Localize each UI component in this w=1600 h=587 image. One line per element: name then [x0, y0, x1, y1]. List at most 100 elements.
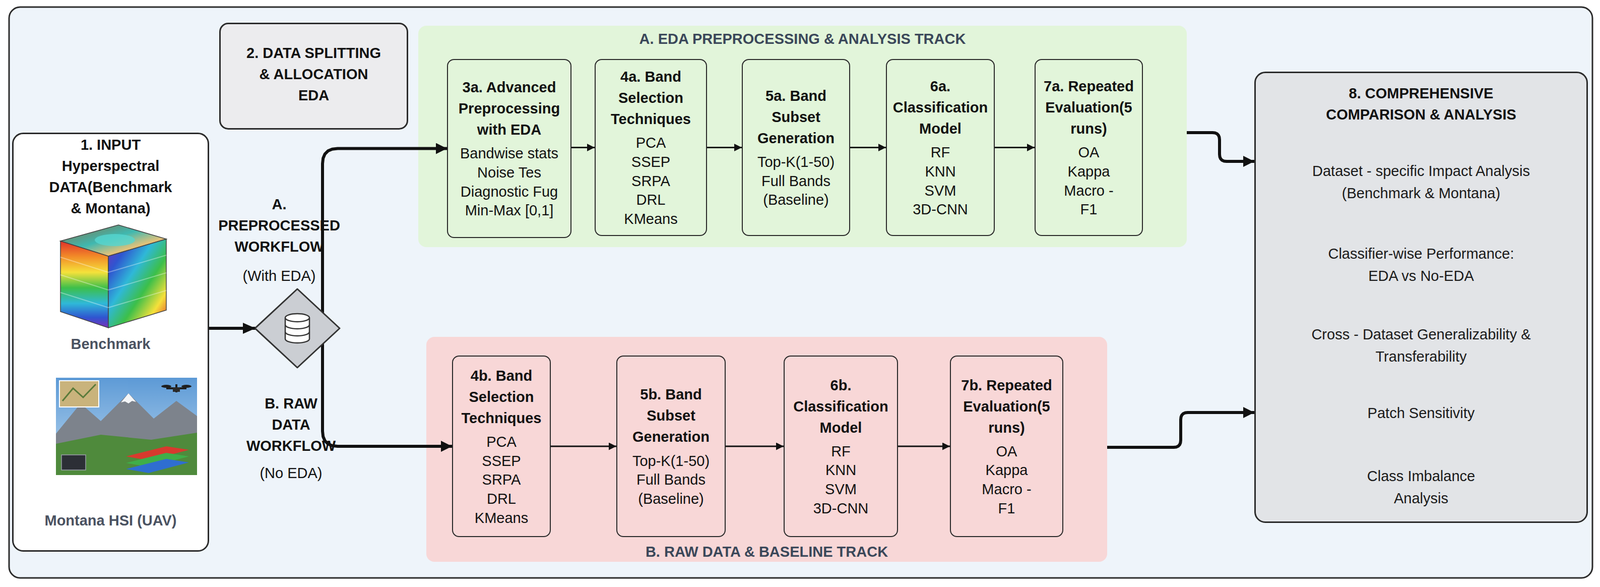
- flow-arrow: [850, 146, 886, 149]
- step-item: RF: [886, 143, 994, 163]
- process-box: 6b. Classification ModelRFKNNSVM3D-CNN: [783, 355, 899, 537]
- flow-arrow: [571, 146, 595, 149]
- photo-mountains: [55, 393, 198, 475]
- step-item: SRPA: [595, 171, 707, 191]
- photo-red-strip: [125, 445, 189, 461]
- flow-arrow: [994, 146, 1035, 149]
- track-band: B. RAW DATA & BASELINE TRACK 4b. Band Sel…: [426, 336, 1108, 562]
- step-heading: 6b. Classification Model: [784, 374, 898, 438]
- analysis-heading: 8. COMPREHENSIVE COMPARISON & ANALYSIS: [1312, 82, 1530, 125]
- step-item: SVM: [886, 181, 994, 201]
- flow-arrow: [707, 146, 742, 149]
- photo-laptop: [61, 454, 86, 470]
- step-item: KMeans: [453, 508, 550, 528]
- step-heading: 7a. Repeated Evaluation(5 runs): [1035, 75, 1142, 140]
- step-item: SRPA: [453, 470, 550, 490]
- photo-blue-strip: [125, 458, 189, 473]
- step-item: KMeans: [595, 209, 707, 229]
- montana-photo: [55, 377, 198, 475]
- cube-band-lines: [60, 254, 167, 308]
- step-item: Bandwise stats: [448, 144, 571, 164]
- step-heading: 5a. Band Subset Generation: [742, 85, 850, 149]
- step-item: 3D-CNN: [784, 498, 898, 519]
- hyperspectral-cube: [60, 224, 167, 328]
- workflow-note: (With EDA): [213, 265, 346, 287]
- step-heading: 7b. Repeated Evaluation(5 runs): [950, 374, 1063, 438]
- step-item: Min-Max [0,1]: [448, 201, 571, 221]
- input-heading: 1. INPUT Hyperspectral DATA(Benchmark & …: [44, 134, 177, 219]
- analysis-item: Dataset - specific Impact Analysis (Benc…: [1297, 160, 1545, 205]
- step-item: Macro - F1: [1059, 181, 1119, 220]
- step-item: Full Bands (Baseline): [617, 470, 725, 508]
- dataset-caption: Montana HSI (UAV): [20, 509, 202, 531]
- flow-arrow: [1107, 412, 1255, 447]
- flow-arrow: [209, 328, 453, 446]
- analysis-box: 8. COMPREHENSIVE COMPARISON & ANALYSIS Da…: [1254, 71, 1588, 523]
- analysis-item: Classifier-wise Performance: EDA vs No-E…: [1315, 242, 1527, 287]
- step-item: Kappa: [950, 460, 1063, 480]
- step-item: Full Bands (Baseline): [742, 171, 850, 210]
- analysis-item: Class Imbalance Analysis: [1353, 465, 1490, 509]
- step-item: Macro - F1: [977, 479, 1037, 518]
- cube-top: [60, 224, 167, 256]
- step-heading: 2. DATA SPLITTING & ALLOCATION EDA: [242, 42, 386, 106]
- workflow-label: A. PREPROCESSED WORKFLOW: [213, 193, 346, 258]
- step-item: Diagnostic Fug: [448, 182, 571, 202]
- track-title: B. RAW DATA & BASELINE TRACK: [439, 540, 1095, 562]
- dataset-caption: Benchmark: [20, 333, 202, 355]
- step-heading: 6a. Classification Model: [886, 75, 994, 140]
- process-box: 5a. Band Subset GenerationTop-K(1-50)Ful…: [741, 58, 851, 236]
- step-heading: 5b. Band Subset Generation: [617, 383, 725, 447]
- step-item: OA: [950, 441, 1063, 462]
- track-band: A. EDA PREPROCESSING & ANALYSIS TRACK 3a.…: [418, 25, 1187, 247]
- flow-arrow: [898, 445, 950, 447]
- step-item: DRL: [595, 190, 707, 210]
- step-item: PCA: [595, 133, 707, 153]
- photo-inset-trail: [62, 384, 96, 401]
- process-box: 7a. Repeated Evaluation(5 runs)OAKappaMa…: [1034, 58, 1143, 236]
- step-heading: 4a. Band Selection Techniques: [595, 66, 707, 130]
- analysis-item: Patch Sensitivity: [1315, 402, 1527, 425]
- process-box: 5b. Band Subset GenerationTop-K(1-50)Ful…: [616, 355, 726, 537]
- process-box: 6a. Classification ModelRFKNNSVM3D-CNN: [885, 58, 995, 236]
- track-title: A. EDA PREPROCESSING & ANALYSIS TRACK: [450, 28, 1156, 50]
- database-icon: [285, 313, 310, 343]
- analysis-item: Cross - Dataset Generalizability & Trans…: [1305, 323, 1538, 368]
- step-heading: 4b. Band Selection Techniques: [453, 364, 550, 429]
- process-box: 4b. Band Selection TechniquesPCASSEPSRPA…: [452, 355, 551, 537]
- flow-arrow: [550, 445, 617, 447]
- cube-side: [108, 238, 167, 328]
- process-box: 2. DATA SPLITTING & ALLOCATION EDA: [219, 22, 409, 130]
- flow-arrow: [209, 148, 447, 329]
- step-item: PCA: [453, 432, 550, 452]
- step-item: Top-K(1-50): [617, 451, 725, 471]
- photo-green-strip: [125, 452, 189, 467]
- process-box: 4a. Band Selection TechniquesPCASSEPSRPA…: [594, 58, 708, 236]
- step-item: SVM: [784, 479, 898, 499]
- input-box: 1. INPUT Hyperspectral DATA(Benchmark & …: [12, 132, 210, 552]
- step-item: Top-K(1-50): [742, 152, 850, 172]
- split-diamond: [254, 288, 340, 368]
- step-item: KNN: [784, 460, 898, 480]
- flow-arrow: [725, 445, 784, 447]
- step-item: SSEP: [595, 152, 707, 172]
- step-item: KNN: [886, 162, 994, 182]
- outer-frame: [9, 7, 1593, 578]
- step-item: RF: [784, 441, 898, 462]
- process-box: 3a. Advanced Preprocessing with EDABandw…: [446, 58, 572, 238]
- drone-icon: [161, 384, 192, 393]
- photo-snow: [120, 393, 137, 404]
- diamond-arrowhead: [242, 322, 256, 334]
- photo-inset-map: [59, 380, 99, 407]
- process-box: 7b. Repeated Evaluation(5 runs) OAKappaMa…: [949, 355, 1064, 537]
- workflow-label: B. RAW DATA WORKFLOW: [244, 392, 338, 457]
- photo-sky: [55, 377, 198, 475]
- cube-top-lake: [94, 233, 136, 246]
- step-item: Kappa: [1035, 162, 1142, 182]
- workflow-note: (No EDA): [244, 462, 338, 484]
- photo-valley: [55, 432, 198, 475]
- step-item: DRL: [453, 489, 550, 509]
- step-item: Noise Tes: [448, 163, 571, 183]
